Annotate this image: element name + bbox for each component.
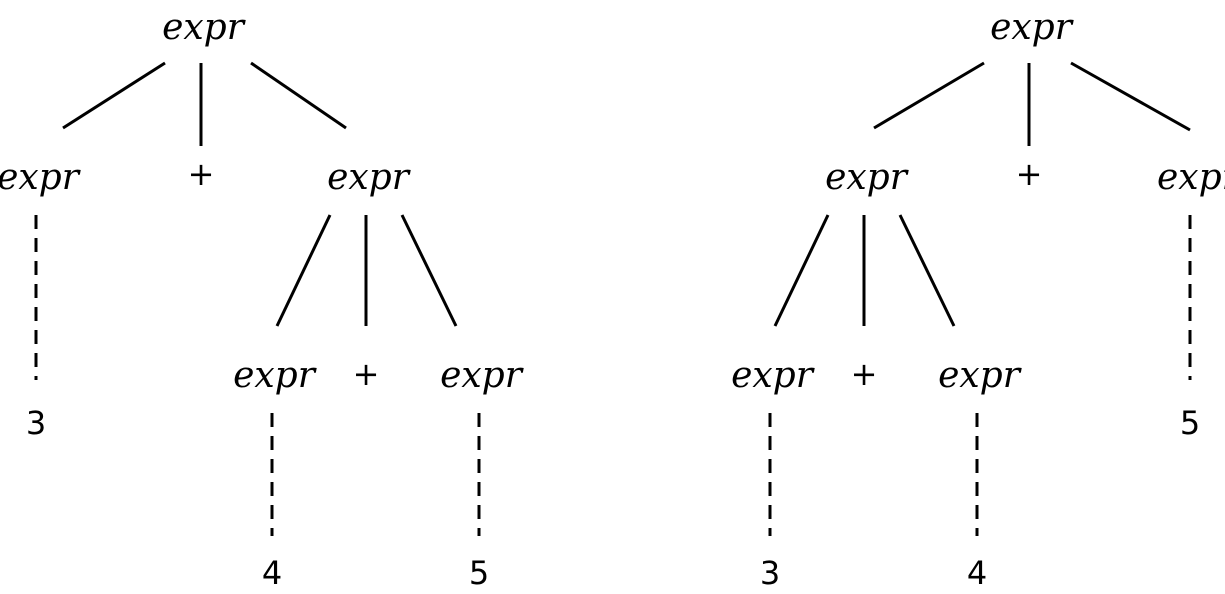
edge-L-root-L-b bbox=[250, 61, 347, 130]
node-L-5: 5 bbox=[469, 554, 489, 592]
edge-L-b-L-d bbox=[400, 214, 458, 327]
node-R-5: 5 bbox=[1180, 404, 1200, 442]
node-L-plus1: + bbox=[188, 155, 215, 193]
node-R-plus1: + bbox=[1016, 155, 1043, 193]
edge-L-b-L-c bbox=[275, 214, 332, 327]
node-R-3: 3 bbox=[760, 554, 780, 592]
node-R-4: 4 bbox=[967, 554, 987, 592]
node-R-b: expr bbox=[1157, 157, 1225, 198]
node-R-c: expr bbox=[731, 355, 815, 396]
node-L-3: 3 bbox=[26, 404, 46, 442]
edge-R-root-R-a bbox=[873, 61, 985, 130]
edge-R-a-R-d bbox=[898, 214, 956, 327]
node-L-plus2: + bbox=[353, 355, 380, 393]
node-L-c: expr bbox=[233, 355, 317, 396]
node-L-a: expr bbox=[0, 157, 81, 198]
node-L-root: expr bbox=[162, 7, 246, 48]
node-L-b: expr bbox=[327, 157, 411, 198]
edge-L-root-L-a bbox=[62, 61, 166, 130]
node-R-plus2: + bbox=[851, 355, 878, 393]
right-parse-tree: expr expr + expr expr + expr 5 3 4 bbox=[731, 7, 1225, 592]
node-L-d: expr bbox=[440, 355, 524, 396]
edge-R-root-R-b bbox=[1070, 61, 1191, 132]
left-parse-tree: expr expr + expr 3 expr + expr 4 5 bbox=[0, 7, 524, 592]
node-R-d: expr bbox=[938, 355, 1022, 396]
node-R-root: expr bbox=[990, 7, 1074, 48]
node-R-a: expr bbox=[825, 157, 909, 198]
edge-R-a-R-c bbox=[773, 214, 830, 327]
node-L-4: 4 bbox=[262, 554, 282, 592]
